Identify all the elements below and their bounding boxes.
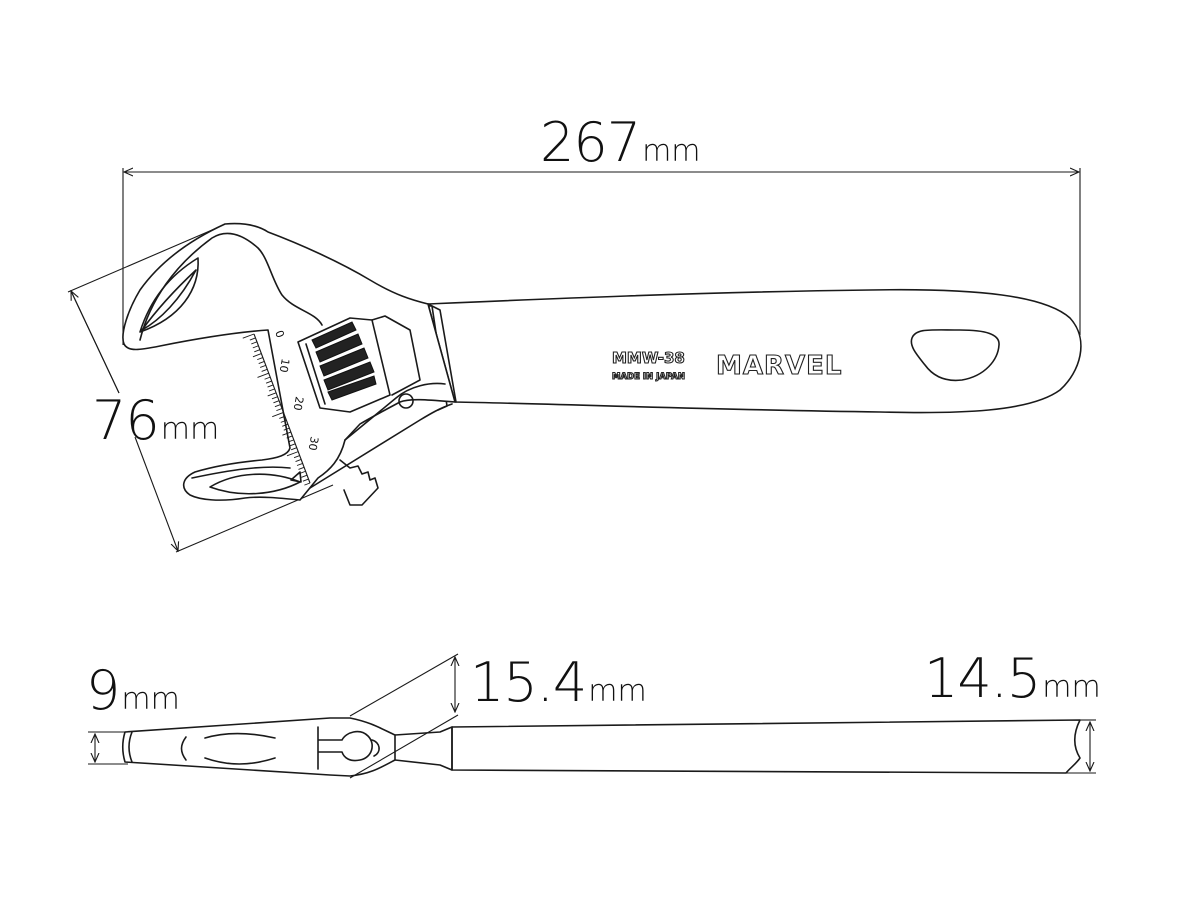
overall-length-label: 267mm xyxy=(540,116,701,170)
handle-thickness-value: 14.5 xyxy=(924,647,1041,710)
hanging-hole-icon xyxy=(910,329,1000,382)
jaw-width-dimension-line xyxy=(67,223,334,553)
side-head xyxy=(121,717,396,777)
overall-length-value: 267 xyxy=(540,111,641,174)
scale-pointer-icon xyxy=(290,471,302,483)
head-thickness-unit: mm xyxy=(588,674,647,709)
head-thickness-value: 15.4 xyxy=(470,651,587,714)
scale-label-0: 0 xyxy=(272,329,287,340)
jaw-rack xyxy=(339,459,379,506)
wrench-head xyxy=(122,222,456,501)
model-number: MMW-38 xyxy=(612,349,685,367)
rivet-icon xyxy=(398,393,414,409)
jaw-width-value: 76 xyxy=(92,389,160,452)
overall-length-unit: mm xyxy=(642,134,701,169)
jaw-cutout-upper xyxy=(139,257,199,333)
head-thickness-label: 15.4mm xyxy=(470,656,647,710)
scale-label-10: 10 xyxy=(277,357,292,373)
handle-thickness-label: 14.5mm xyxy=(924,652,1101,706)
wrench-side-view xyxy=(88,653,1096,779)
jaw-scale: 0 10 20 30 xyxy=(242,329,321,486)
tip-thickness-value: 9 xyxy=(86,659,120,722)
made-in-japan: MADE IN JAPAN xyxy=(612,372,685,382)
handle-thickness-unit: mm xyxy=(1042,670,1101,705)
brand-logo: MARVEL xyxy=(716,351,842,381)
wrench-handle xyxy=(427,288,1082,414)
worm-gear xyxy=(297,315,421,413)
scale-label-20: 20 xyxy=(291,395,306,411)
tip-thickness-unit: mm xyxy=(121,682,180,717)
tip-thickness-label: 9mm xyxy=(86,664,180,718)
side-handle xyxy=(451,719,1081,774)
scale-label-30: 30 xyxy=(306,435,321,451)
jaw-width-label: 76mm xyxy=(92,394,219,448)
jaw-width-unit: mm xyxy=(160,412,220,447)
wrench-top-view: 0 10 20 30 MMW-38 MADE IN JAPAN MARVEL xyxy=(122,222,1082,506)
length-dimension-line xyxy=(122,168,1081,345)
